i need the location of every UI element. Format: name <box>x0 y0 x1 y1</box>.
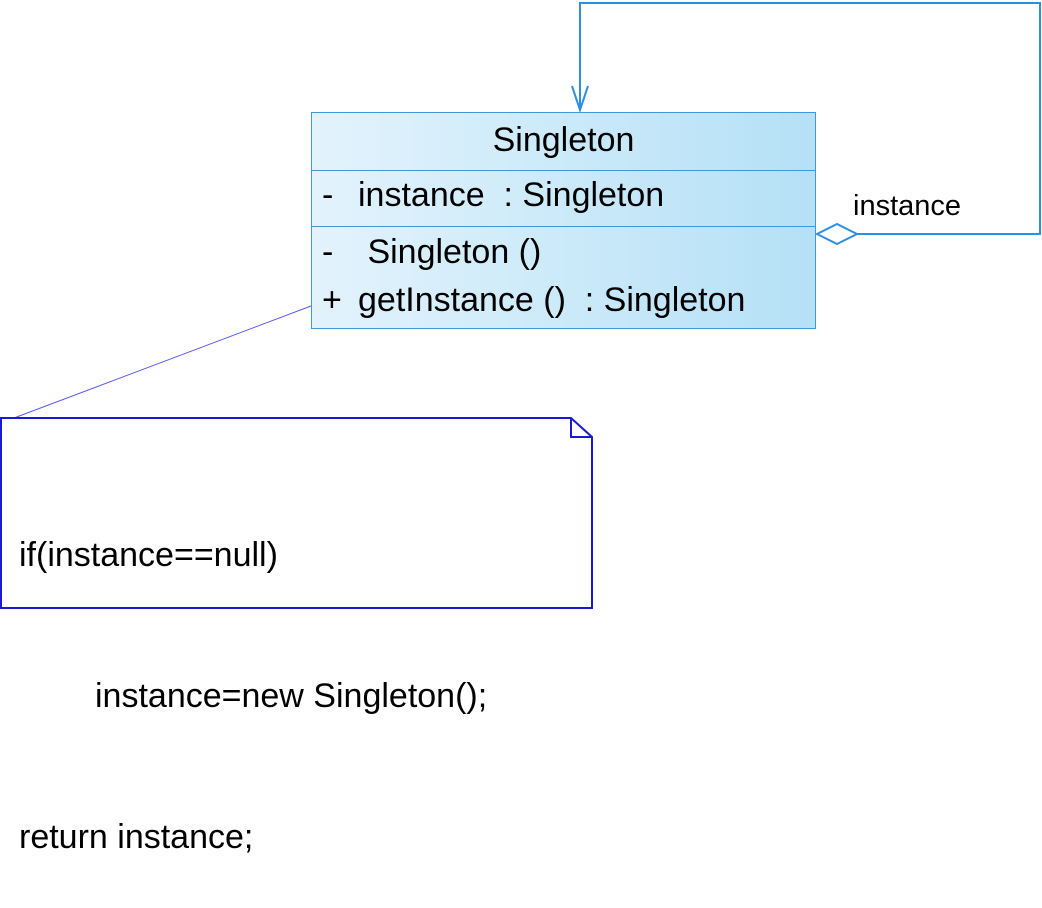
note-line: instance=new Singleton(); <box>95 677 488 715</box>
singleton-class-box[interactable]: Singleton -instance : Singleton - Single… <box>311 112 816 329</box>
operation-visibility: + <box>322 281 342 319</box>
self-association-line[interactable] <box>579 2 1041 235</box>
note-box[interactable] <box>0 417 593 609</box>
aggregation-diamond <box>814 222 860 246</box>
operation-constructor: - Singleton () <box>322 232 541 272</box>
operation-separator <box>312 226 815 227</box>
diagram-canvas <box>0 2 1041 609</box>
operation-get-instance: + getInstance () : Singleton <box>322 280 745 320</box>
class-name: Singleton <box>492 121 635 159</box>
operation-visibility: - <box>322 233 334 271</box>
note-code: if(instance==null) instance=new Singleto… <box>19 438 487 908</box>
operation-text: Singleton () <box>358 233 542 271</box>
operation-text: getInstance () : Singleton <box>358 281 746 319</box>
attribute-text: instance : Singleton <box>358 176 665 214</box>
association-arrowhead <box>571 85 589 114</box>
attribute-instance: -instance : Singleton <box>322 175 664 215</box>
attribute-separator <box>312 170 815 171</box>
note-line: return instance; <box>19 818 254 856</box>
note-line: if(instance==null) <box>19 536 278 574</box>
association-role-label: instance <box>853 190 962 222</box>
note-anchor-line <box>13 305 312 419</box>
attribute-visibility: - <box>322 176 334 214</box>
note-fold <box>570 418 592 438</box>
